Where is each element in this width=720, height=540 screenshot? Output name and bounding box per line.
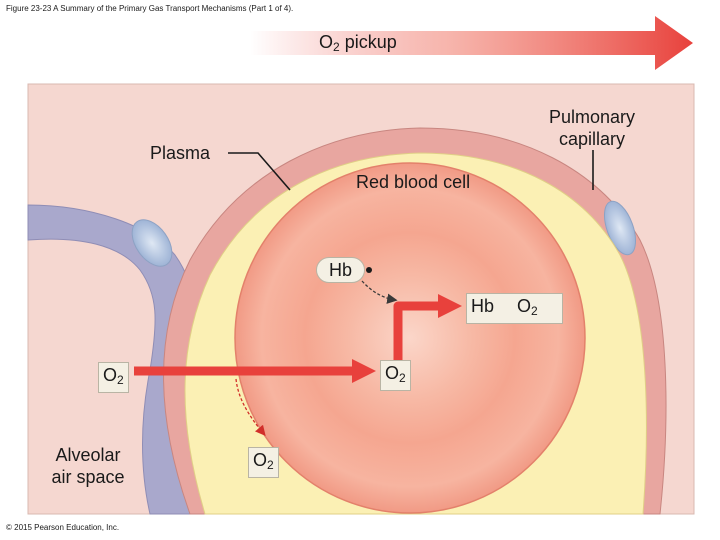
red-blood-cell <box>234 162 586 514</box>
o2-low-o: O <box>253 450 268 470</box>
banner-title: O2 pickup <box>319 32 397 54</box>
alveolar-nucleus <box>131 219 173 267</box>
banner-suffix: pickup <box>339 32 397 52</box>
hb-o2-hb: Hb <box>471 296 495 316</box>
o2-left-o: O <box>103 365 118 385</box>
red-blood-cell-label: Red blood cell <box>356 172 471 192</box>
alveolar-line1: Alveolar <box>55 445 121 465</box>
o2-left-sub: 2 <box>117 373 124 387</box>
o2-mid-o: O <box>385 363 400 383</box>
o2-pickup-arrow <box>250 16 693 70</box>
alveolar-line2: air space <box>51 467 125 487</box>
hb-binding-arrow <box>361 280 398 304</box>
banner-sub: 2 <box>333 40 340 54</box>
o2-binding-arrow <box>393 301 440 360</box>
o2-low-sub: 2 <box>267 458 274 472</box>
o2-mid-sub: 2 <box>399 371 406 385</box>
plasma-label: Plasma <box>150 143 211 163</box>
hb-o2-sub: 2 <box>531 304 538 318</box>
hb-o2-label: Hb O2 <box>466 293 563 324</box>
hb-o2-o: O <box>517 296 532 316</box>
plasma-leader-line <box>228 152 291 191</box>
figure-caption: Figure 23-23 A Summary of the Primary Ga… <box>6 4 294 13</box>
pulmonary-line2: capillary <box>558 129 626 149</box>
o2-mid-label: O2 <box>380 360 411 391</box>
o2-binding-arrowhead <box>438 294 462 318</box>
alveolar-air-space-label: Alveolar air space <box>30 444 146 488</box>
banner-o: O <box>319 32 334 52</box>
o2-low-label: O2 <box>248 447 279 478</box>
o2-dissolve-arrow <box>235 378 266 436</box>
pulmonary-line1: Pulmonary <box>548 107 636 127</box>
hb-top-label: Hb <box>316 257 366 283</box>
hb-top-bond-dot <box>366 267 372 273</box>
capillary-nucleus <box>603 200 637 256</box>
o2-left-label: O2 <box>98 362 129 393</box>
o2-diffusion-arrowhead <box>352 359 376 383</box>
pulmonary-capillary-label: Pulmonary capillary <box>532 106 652 150</box>
copyright-notice: © 2015 Pearson Education, Inc. <box>6 523 120 532</box>
